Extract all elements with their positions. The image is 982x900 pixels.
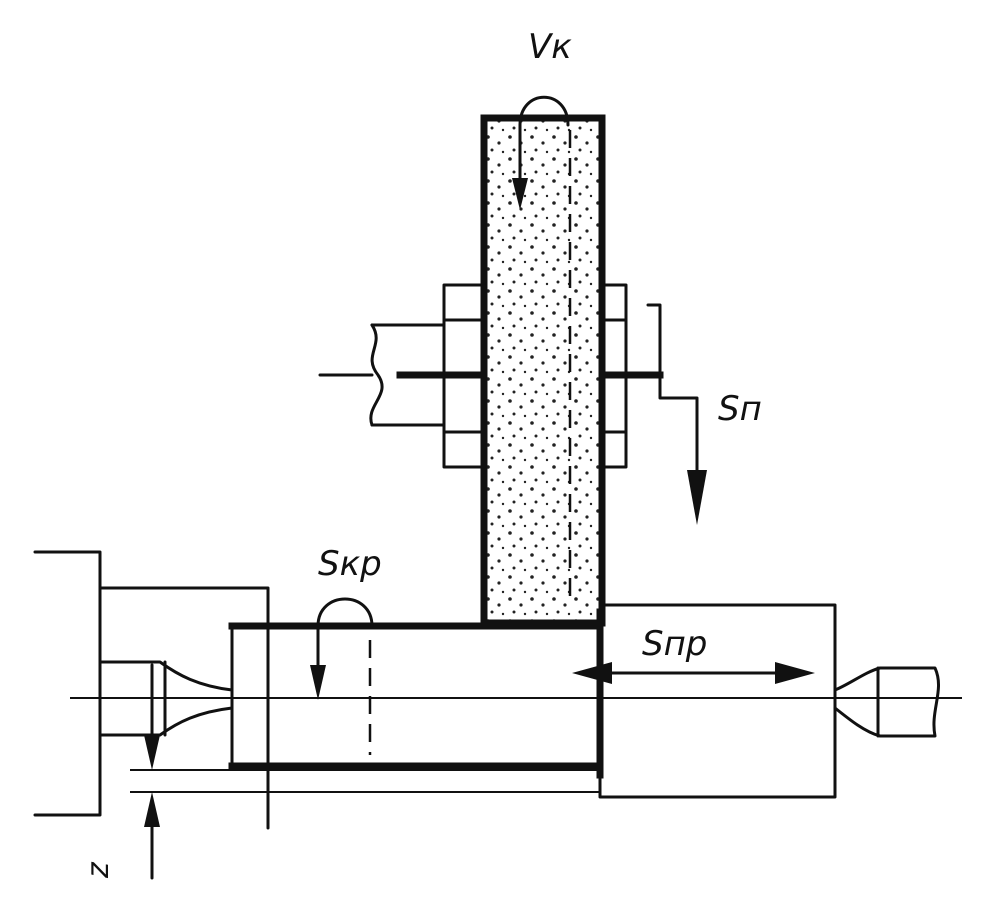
grinding-wheel xyxy=(480,114,606,627)
label-longitudinal-feed: Sпр xyxy=(642,624,707,664)
wheel-rotation-arrow xyxy=(512,95,570,210)
longitudinal-feed-arrow xyxy=(572,662,815,684)
label-plunge-feed: Sп xyxy=(718,389,762,429)
plunge-feed-arrow xyxy=(646,303,707,525)
headstock-frame xyxy=(33,550,270,830)
label-wheel-speed: Vк xyxy=(528,27,572,67)
spindle-shaft xyxy=(318,323,664,427)
workpiece-ground-section xyxy=(228,622,604,770)
label-allowance: z xyxy=(81,861,116,879)
label-work-rotation-feed: Sкр xyxy=(318,544,382,584)
work-rotation-arrow xyxy=(310,597,374,700)
workpiece-unground-section xyxy=(596,603,837,799)
right-centre xyxy=(833,666,940,738)
allowance-dimension xyxy=(130,663,600,880)
